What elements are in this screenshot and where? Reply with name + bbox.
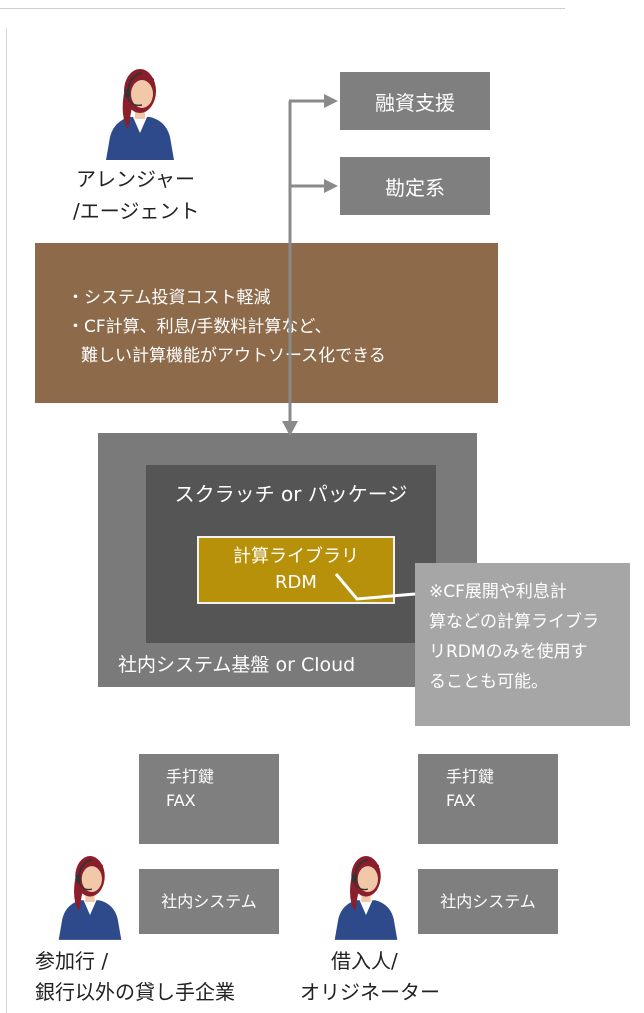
arranger-label-line2: /エージェント [73, 199, 200, 223]
platform-base-label: 社内システム基盤 or Cloud [118, 654, 356, 676]
participant-internal-system-box: 社内システム [139, 869, 279, 934]
participant-label-line2: 銀行以外の貸し手企業 [35, 980, 235, 1004]
build-option-label: スクラッチ or パッケージ [174, 482, 408, 506]
financing-arrow-head [324, 94, 338, 108]
arranger-person-icon [102, 55, 178, 160]
financing-support-box: 融資支援 [340, 72, 490, 130]
participant-manual-label: 手打鍵 [166, 767, 215, 786]
note-line-3: リRDMのみを使用す [429, 642, 588, 662]
borrower-label-line1: 借入人/ [331, 949, 398, 973]
calculation-library-label: 計算ライブラリ [233, 546, 359, 567]
note-line-4: ることも可能。 [429, 672, 548, 692]
borrower-person-icon [331, 843, 401, 940]
benefit-line-3: 難しい計算機能がアウトソース化できる [81, 346, 386, 366]
borrower-fax-label: FAX [446, 791, 476, 810]
borrower-label-line2: オリジネーター [300, 980, 440, 1004]
accounting-system-box: 勘定系 [340, 157, 490, 215]
borrower-manual-label: 手打鍵 [446, 767, 495, 786]
participant-internal-system-label: 社内システム [161, 891, 257, 911]
borrower-internal-system-label: 社内システム [440, 891, 536, 911]
participant-manual-box: 手打鍵 FAX [139, 754, 279, 844]
benefit-line-2: ・CF計算、利息/手数料計算など、 [67, 317, 332, 337]
arranger-label-line1: アレンジャー [76, 167, 195, 191]
borrower-internal-system-box: 社内システム [418, 869, 558, 934]
note-line-2: 算などの計算ライブラ [429, 612, 599, 632]
benefit-line-1: ・システム投資コスト軽減 [67, 288, 271, 308]
left-divider [6, 28, 7, 1013]
participant-label-line1: 参加行 / [35, 949, 109, 973]
calculation-library-box: 計算ライブラリ RDM [197, 536, 395, 604]
benefits-band: ・システム投資コスト軽減 ・CF計算、利息/手数料計算など、 難しい計算機能がア… [35, 243, 498, 403]
accounting-arrow-head [324, 179, 338, 193]
accounting-system-label: 勘定系 [385, 175, 445, 200]
borrower-manual-box: 手打鍵 FAX [418, 754, 558, 844]
rdm-label: RDM [275, 572, 317, 593]
financing-support-label: 融資支援 [375, 90, 455, 115]
participant-fax-label: FAX [166, 791, 196, 810]
rdm-note-callout: ※CF展開や利息計 算などの計算ライブラ リRDMのみを使用す ることも可能。 [415, 563, 630, 726]
participant-person-icon [55, 843, 125, 940]
note-line-1: ※CF展開や利息計 [429, 582, 567, 602]
top-divider [0, 8, 565, 9]
